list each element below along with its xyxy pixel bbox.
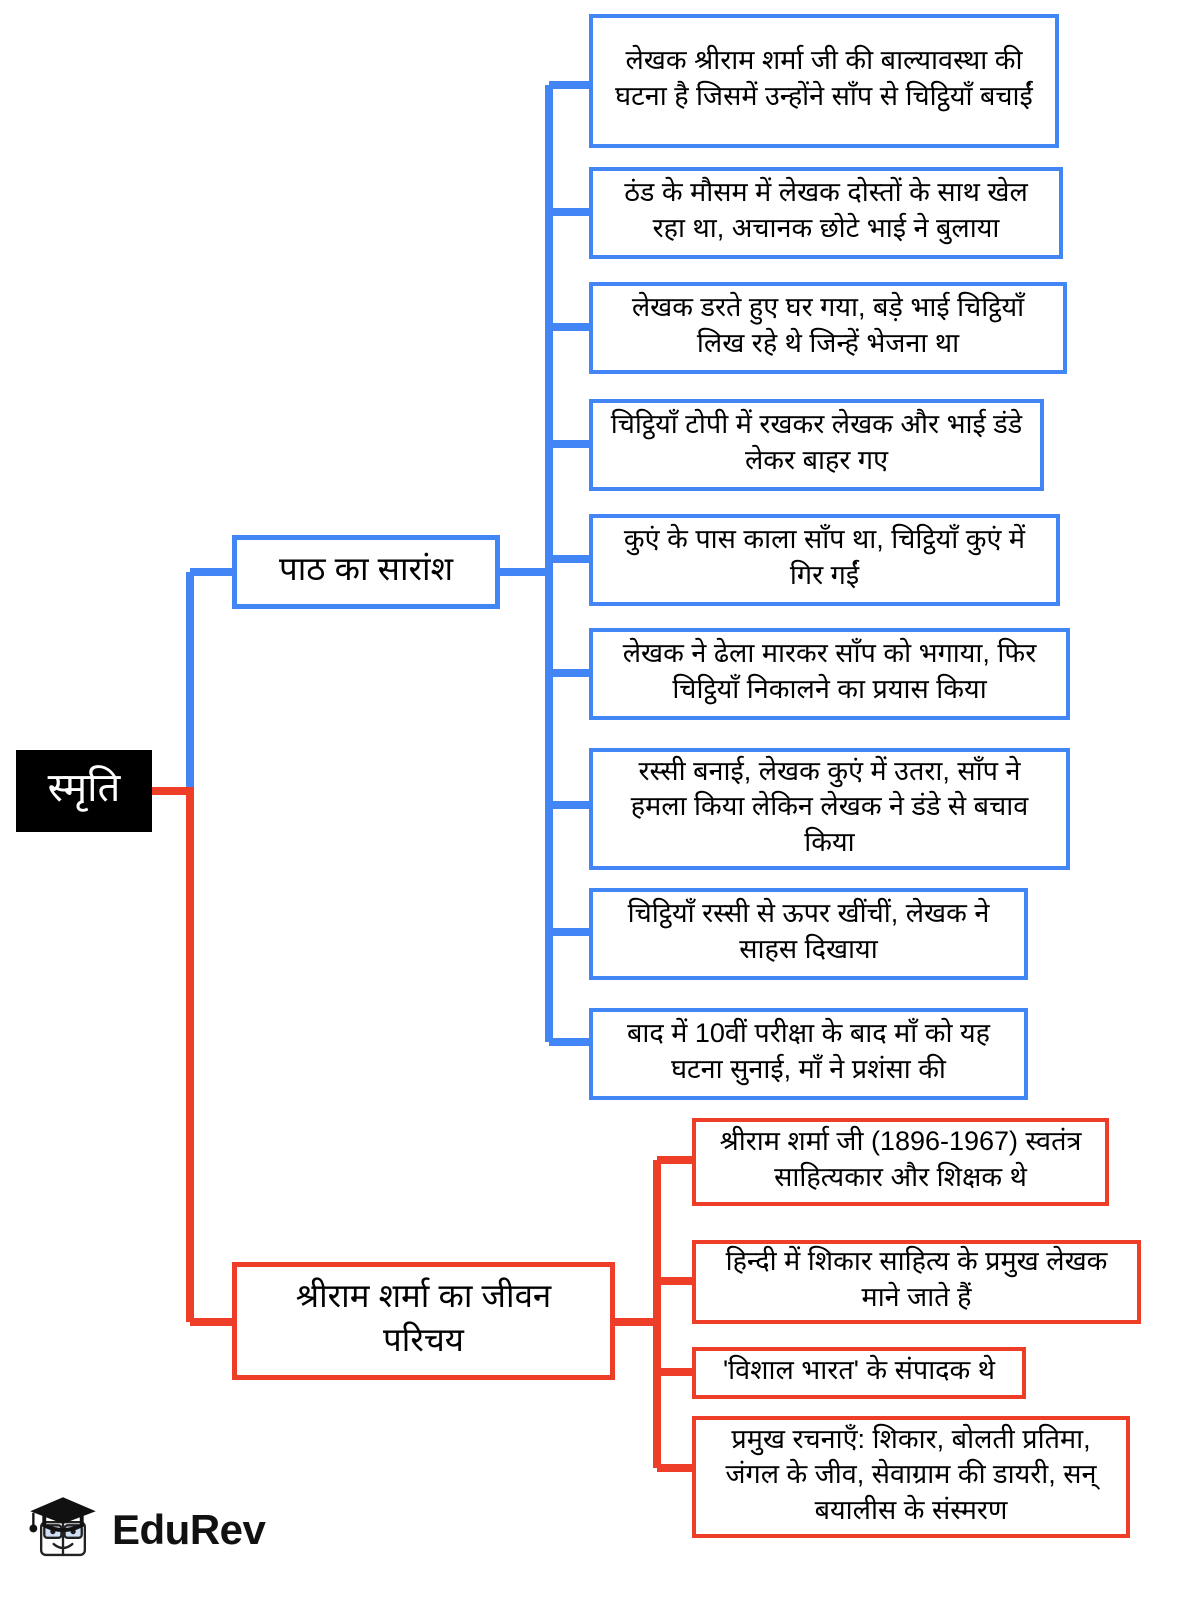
leaf-text: ठंड के मौसम में लेखक दोस्तों के साथ खेल …	[624, 177, 1028, 243]
leaf-node-summary-2[interactable]: ठंड के मौसम में लेखक दोस्तों के साथ खेल …	[589, 167, 1063, 259]
leaf-text: रस्सी बनाई, लेखक कुएं में उतरा, साँप ने …	[630, 755, 1029, 857]
branch-label-summary: पाठ का सारांश	[278, 550, 454, 588]
graduation-cap-book-icon	[29, 1497, 96, 1557]
leaf-node-summary-7[interactable]: रस्सी बनाई, लेखक कुएं में उतरा, साँप ने …	[589, 748, 1070, 870]
branch-node-summary[interactable]: पाठ का सारांश	[232, 535, 500, 609]
leaf-node-biography-4[interactable]: प्रमुख रचनाएँ: शिकार, बोलती प्रतिमा, जंग…	[692, 1416, 1130, 1538]
leaf-node-summary-3[interactable]: लेखक डरते हुए घर गया, बड़े भाई चिट्ठियाँ…	[589, 282, 1067, 374]
edurev-logo[interactable]: EduRev	[24, 1484, 266, 1576]
leaf-text: चिट्ठियाँ रस्सी से ऊपर खींचीं, लेखक ने स…	[627, 898, 990, 964]
leaf-text: बाद में 10वीं परीक्षा के बाद माँ को यह घ…	[626, 1018, 990, 1084]
leaf-text: श्रीराम शर्मा जी (1896-1967) स्वतंत्र सा…	[719, 1126, 1082, 1192]
leaf-node-summary-9[interactable]: बाद में 10वीं परीक्षा के बाद माँ को यह घ…	[589, 1008, 1028, 1100]
branch-label-biography: श्रीराम शर्मा का जीवन परिचय	[295, 1277, 552, 1358]
leaf-node-biography-3[interactable]: 'विशाल भारत' के संपादक थे	[692, 1347, 1026, 1399]
leaf-text: प्रमुख रचनाएँ: शिकार, बोलती प्रतिमा, जंग…	[725, 1423, 1097, 1525]
leaf-text: लेखक ने ढेला मारकर साँप को भगाया, फिर चि…	[622, 638, 1037, 704]
leaf-text: कुएं के पास काला साँप था, चिट्ठियाँ कुएं…	[623, 524, 1026, 590]
leaf-node-summary-8[interactable]: चिट्ठियाँ रस्सी से ऊपर खींचीं, लेखक ने स…	[589, 888, 1028, 980]
branch-node-biography[interactable]: श्रीराम शर्मा का जीवन परिचय	[232, 1262, 615, 1380]
leaf-node-biography-2[interactable]: हिन्दी में शिकार साहित्य के प्रमुख लेखक …	[692, 1240, 1141, 1324]
leaf-node-summary-4[interactable]: चिट्ठियाँ टोपी में रखकर लेखक और भाई डंडे…	[589, 399, 1044, 491]
brand-name: EduRev	[112, 1506, 266, 1553]
leaf-text: हिन्दी में शिकार साहित्य के प्रमुख लेखक …	[725, 1246, 1108, 1312]
leaf-text: चिट्ठियाँ टोपी में रखकर लेखक और भाई डंडे…	[610, 409, 1023, 475]
leaf-node-summary-5[interactable]: कुएं के पास काला साँप था, चिट्ठियाँ कुएं…	[589, 514, 1060, 606]
root-node[interactable]: स्मृति	[16, 750, 152, 832]
leaf-text: 'विशाल भारत' के संपादक थे	[722, 1355, 996, 1386]
leaf-node-summary-1[interactable]: लेखक श्रीराम शर्मा जी की बाल्यावस्था की …	[589, 14, 1059, 148]
leaf-node-summary-6[interactable]: लेखक ने ढेला मारकर साँप को भगाया, फिर चि…	[589, 628, 1070, 720]
root-label: स्मृति	[47, 765, 121, 810]
leaf-node-biography-1[interactable]: श्रीराम शर्मा जी (1896-1967) स्वतंत्र सा…	[692, 1118, 1109, 1206]
leaf-text: लेखक डरते हुए घर गया, बड़े भाई चिट्ठियाँ…	[631, 292, 1025, 358]
leaf-text: लेखक श्रीराम शर्मा जी की बाल्यावस्था की …	[615, 45, 1033, 111]
